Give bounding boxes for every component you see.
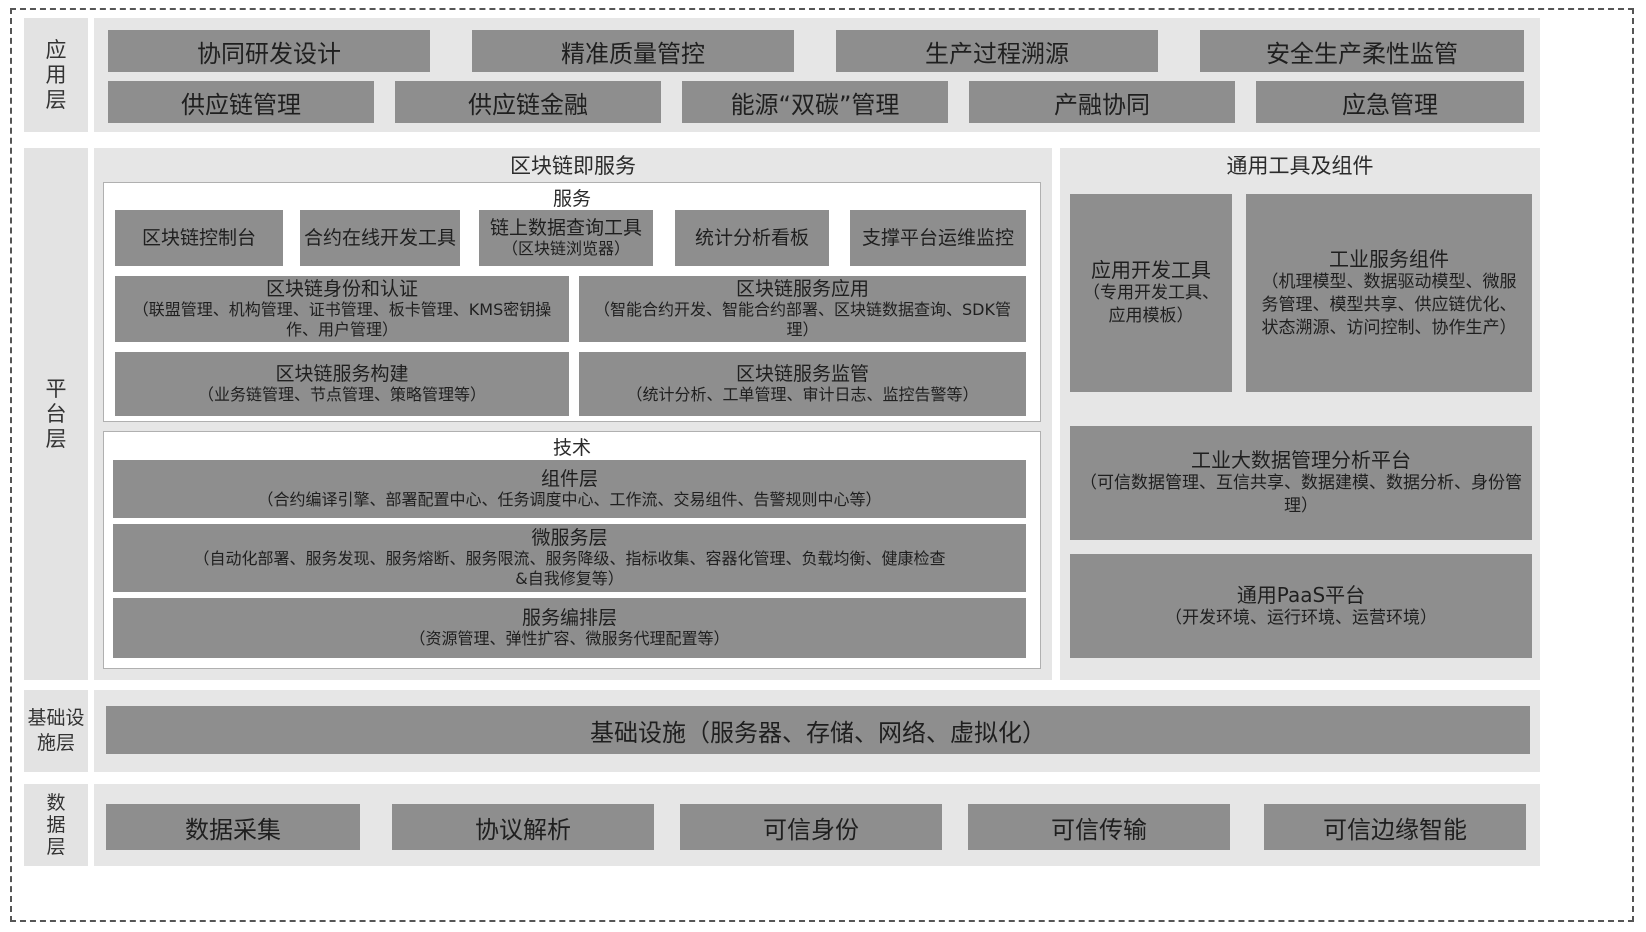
tool-blockchain-console: 区块链控制台: [115, 210, 283, 266]
paas-platform: 通用PaaS平台 （开发环境、运行环境、运营环境）: [1070, 554, 1532, 658]
tool-onchain-query-sub: （区块链浏览器）: [501, 239, 630, 258]
trusted-transmission: 可信传输: [968, 804, 1230, 850]
app-dev-tools: 应用开发工具 （专用开发工具、应用模板）: [1070, 194, 1232, 392]
technology-title: 技术: [552, 437, 591, 459]
blockchain-service-app: 区块链服务应用 （智能合约开发、智能合约部署、区块链数据查询、SDK管理）: [579, 276, 1026, 342]
app-collab-rd: 协同研发设计: [108, 30, 430, 72]
tool-ops-monitor: 支撑平台运维监控: [850, 210, 1026, 266]
app-supply-chain-finance: 供应链金融: [395, 81, 661, 123]
app-industry-finance: 产融协同: [969, 81, 1235, 123]
tool-stats-dashboard: 统计分析看板: [675, 210, 829, 266]
blockchain-service-build: 区块链服务构建 （业务链管理、节点管理、策略管理等）: [115, 352, 569, 416]
data-collection: 数据采集: [106, 804, 360, 850]
app-production-trace: 生产过程溯源: [836, 30, 1158, 72]
industrial-service-components: 工业服务组件 （机理模型、数据驱动模型、微服务管理、模型共享、供应链优化、状态溯…: [1246, 194, 1532, 392]
diagram-frame: [10, 8, 1634, 922]
data-layer-label: 数 据 层: [24, 784, 88, 866]
general-tools-title: 通用工具及组件: [1226, 154, 1374, 178]
blockchain-service-supervise: 区块链服务监管 （统计分析、工单管理、审计日志、监控告警等）: [579, 352, 1026, 416]
app-energy-carbon: 能源“双碳”管理: [682, 81, 948, 123]
tool-contract-online-dev: 合约在线开发工具: [300, 210, 460, 266]
industrial-bigdata-platform: 工业大数据管理分析平台 （可信数据管理、互信共享、数据建模、数据分析、身份管理）: [1070, 426, 1532, 540]
app-emergency-mgmt: 应急管理: [1256, 81, 1524, 123]
service-title: 服务: [552, 188, 591, 210]
tool-onchain-query: 链上数据查询工具 （区块链浏览器）: [479, 210, 653, 266]
infrastructure-box: 基础设施（服务器、存储、网络、虚拟化）: [106, 706, 1530, 754]
component-layer: 组件层 （合约编译引擎、部署配置中心、任务调度中心、工作流、交易组件、告警规则中…: [113, 460, 1026, 518]
blockchain-identity: 区块链身份和认证 （联盟管理、机构管理、证书管理、板卡管理、KMS密钥操作、用户…: [115, 276, 569, 342]
app-safety-supervision: 安全生产柔性监管: [1200, 30, 1524, 72]
app-supply-chain-mgmt: 供应链管理: [108, 81, 374, 123]
baas-title: 区块链即服务: [510, 154, 636, 178]
trusted-edge-intelligence: 可信边缘智能: [1264, 804, 1526, 850]
microservice-layer: 微服务层 （自动化部署、服务发现、服务熔断、服务限流、服务降级、指标收集、容器化…: [113, 524, 1026, 592]
protocol-parsing: 协议解析: [392, 804, 654, 850]
application-layer-label: 应 用 层: [24, 18, 88, 132]
platform-layer-label: 平 台 层: [24, 148, 88, 680]
app-quality-control: 精准质量管控: [472, 30, 794, 72]
trusted-identity: 可信身份: [680, 804, 942, 850]
infrastructure-layer-label: 基础设 施层: [24, 690, 88, 772]
orchestration-layer: 服务编排层 （资源管理、弹性扩容、微服务代理配置等）: [113, 598, 1026, 658]
